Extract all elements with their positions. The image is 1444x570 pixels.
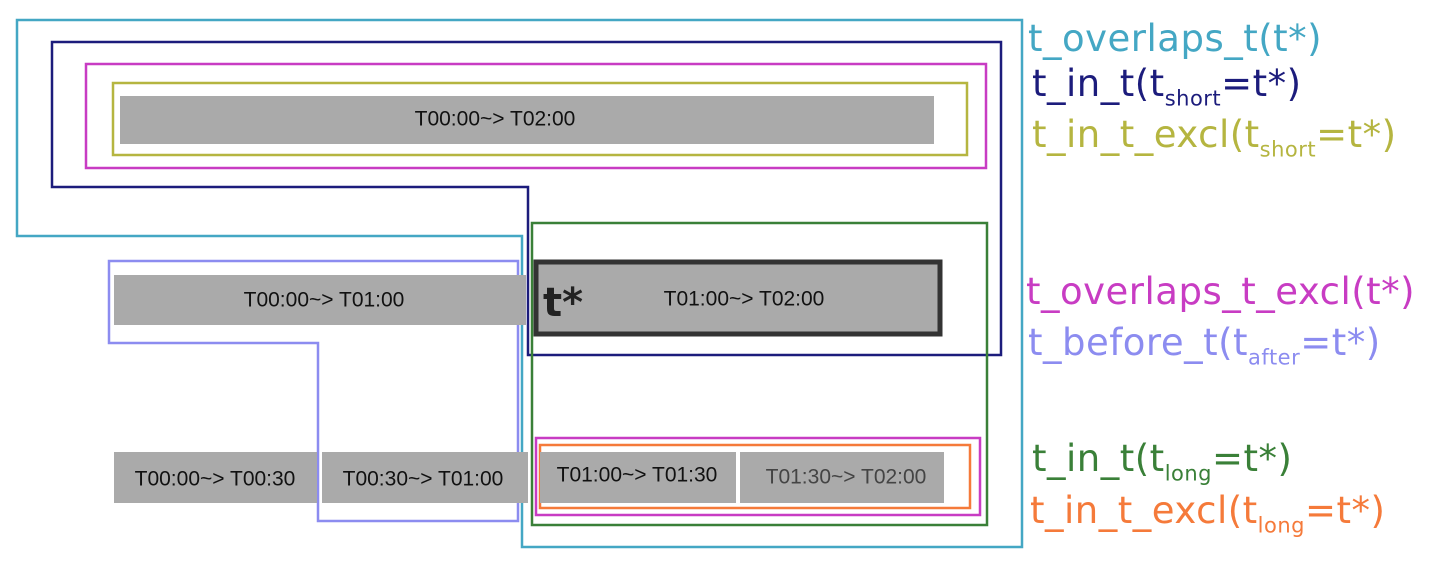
legend-overlaps-excl-text: t_overlaps_t_excl(t*) [1026, 270, 1416, 313]
in-excl-short-boundary [111, 81, 969, 157]
overlaps-excl-boundary [84, 62, 988, 170]
bar-q3-label: T01:00~> T01:30 [557, 464, 718, 487]
bar-full [120, 96, 934, 144]
before-boundary [107, 259, 520, 523]
legend-in-excl-short: t_in_t_excl(tshort=t*) [1032, 116, 1397, 160]
legend-in-excl-short-pre: t_in_t_excl(t [1032, 113, 1260, 156]
bar-first-hour [114, 275, 526, 325]
bar-q3 [540, 452, 736, 503]
legend-before-post: =t*) [1300, 321, 1381, 364]
bar-q1-label: T00:00~> T00:30 [135, 468, 296, 491]
overlaps-boundary [15, 18, 1024, 549]
legend-in-excl-long: t_in_t_excl(tlong=t*) [1030, 492, 1385, 536]
bar-second-hour [536, 262, 940, 334]
legend-in-short-pre: t_in_t(t [1032, 62, 1165, 105]
legend-in-excl-long-post: =t*) [1305, 489, 1386, 532]
legend-in-long-sub: long [1164, 461, 1213, 486]
bar-full-label: T00:00~> T02:00 [415, 108, 576, 131]
legend-in-excl-short-post: =t*) [1316, 113, 1397, 156]
legend-in-short-post: =t*) [1221, 62, 1302, 105]
t-star-outline [533, 259, 943, 337]
legend-in-excl-short-sub: short [1259, 137, 1317, 162]
legend-in-excl-long-sub: long [1257, 513, 1305, 538]
legend-before: t_before_t(tafter=t*) [1028, 324, 1381, 368]
bar-q2-label: T00:30~> T01:00 [343, 468, 504, 491]
legend-in-short-sub: short [1164, 86, 1222, 111]
overlaps-excl-long-boundary [534, 436, 982, 517]
in-short-boundary [50, 40, 1003, 357]
bar-q4 [740, 452, 944, 503]
legend-overlaps: t_overlaps_t(t*) [1028, 20, 1322, 57]
bar-second-hour-label: T01:00~> T02:00 [664, 288, 825, 311]
bar-q4-label: T01:30~> T02:00 [766, 466, 927, 489]
legend-in-long-post: =t*) [1212, 437, 1293, 480]
legend-in-long-pre: t_in_t(t [1032, 437, 1165, 480]
bar-q2 [322, 452, 528, 503]
legend-overlaps-excl: t_overlaps_t_excl(t*) [1026, 273, 1415, 310]
bar-first-hour-label: T00:00~> T01:00 [244, 289, 405, 312]
legend-in-excl-long-pre: t_in_t_excl(t [1030, 489, 1258, 532]
legend-before-pre: t_before_t(t [1028, 321, 1249, 364]
legend-in-short: t_in_t(tshort=t*) [1032, 65, 1302, 109]
legend-overlaps-text: t_overlaps_t(t*) [1028, 17, 1323, 60]
bar-q1 [114, 452, 317, 503]
in-long-boundary [530, 221, 989, 527]
legend-in-long: t_in_t(tlong=t*) [1032, 440, 1292, 484]
t-star-label: t* [543, 280, 583, 326]
legend-before-sub: after [1248, 345, 1301, 370]
